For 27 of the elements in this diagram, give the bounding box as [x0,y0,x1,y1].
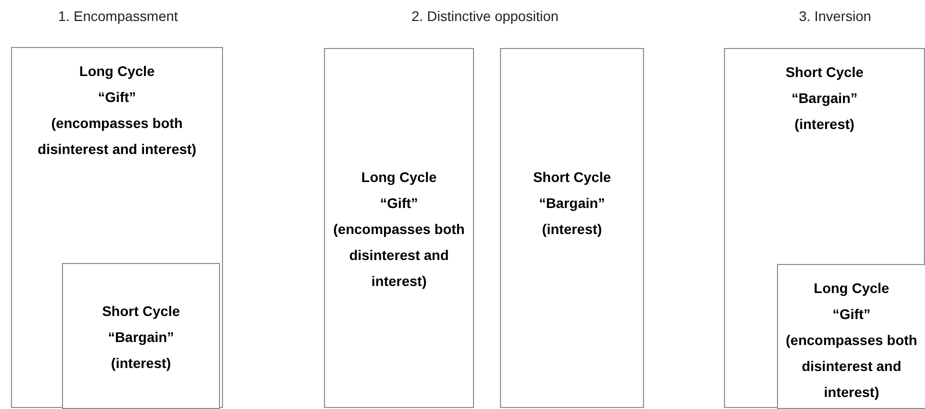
box-text: Long Cycle [79,62,155,81]
concept-box [62,263,220,409]
concept-box [724,48,925,408]
panel-heading: 1. Encompassment [57,7,179,26]
panel-heading: 3. Inversion [798,7,872,26]
box-text: (interest) [111,354,171,373]
box-text: Short Cycle [533,168,611,187]
concept-box [324,48,474,408]
box-text: Short Cycle [786,63,864,82]
box-text: “Gift” [98,88,136,107]
box-text: “Gift” [380,194,418,213]
box-text: “Bargain” [791,89,858,108]
concept-box [11,47,223,408]
box-text: Long Cycle [814,279,890,298]
box-text: (interest) [794,115,854,134]
box-text: Short Cycle [102,302,180,321]
box-text: (encompasses both disinterest and interest) [784,331,918,402]
concept-box [777,264,925,409]
box-text: Long Cycle [361,168,437,187]
concept-box [500,48,644,408]
box-text: “Bargain” [108,328,174,347]
box-text: “Gift” [832,305,871,324]
box-text: (encompasses both disinterest and interest) [332,220,466,291]
box-text: “Bargain” [538,194,606,213]
box-text: (interest) [542,220,602,239]
box-text: (encompasses both disinterest and interest) [36,114,198,159]
panel-heading: 2. Distinctive opposition [410,7,560,26]
